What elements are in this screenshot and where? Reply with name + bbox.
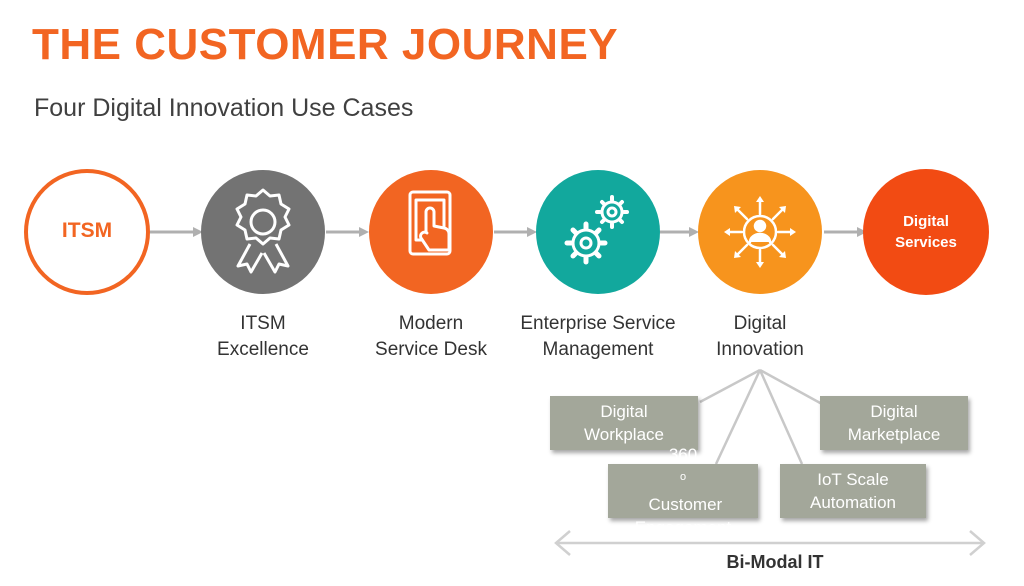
step-label-line: Service Desk [375, 339, 487, 360]
digital-services-circle [863, 169, 989, 295]
person-network-icon [724, 196, 796, 268]
page-title: THE CUSTOMER JOURNEY [32, 20, 619, 69]
use-case-digital-marketplace: Digital Marketplace [820, 396, 968, 450]
use-case-degree: o [679, 471, 687, 484]
digital-services-line1: Digital [903, 213, 949, 230]
step-label-modern-service-desk: Modern Service Desk [336, 311, 526, 363]
use-case-iot-scale-automation: IoT Scale Automation [780, 464, 926, 518]
use-case-line: Marketplace [847, 425, 941, 444]
itsm-excellence-circle [201, 170, 325, 294]
itsm-circle [24, 169, 150, 295]
itsm-circle-label: ITSM [61, 219, 113, 242]
step-label-line: Enterprise Service [520, 313, 676, 334]
gears-icon [564, 195, 629, 265]
bimodal-label: Bi-Modal IT [726, 552, 824, 572]
use-case-connectors [699, 368, 823, 465]
step-label-digital-innovation: Digital Innovation [665, 311, 855, 363]
digital-services-line2: Services [895, 234, 957, 251]
page-subtitle: Four Digital Innovation Use Cases [34, 94, 414, 122]
use-case-line: Workplace [584, 425, 664, 444]
use-case-digital-workplace: Digital Workplace [550, 396, 698, 450]
step-label-line: ITSM [240, 313, 286, 334]
use-case-line: Digital [870, 402, 918, 421]
use-case-line: 360 o Customer [635, 443, 731, 516]
step-label-itsm-excellence: ITSM Excellence [168, 311, 358, 363]
step-label-enterprise-service-management: Enterprise Service Management [503, 311, 693, 363]
bimodal-double-arrow [554, 530, 986, 556]
step-label-line: Innovation [716, 339, 804, 360]
use-case-line: Digital [600, 402, 648, 421]
use-case-360: 360 [668, 445, 698, 465]
use-case-customer-engagement: 360 o Customer Engagement [608, 445, 758, 537]
tablet-touch-icon [408, 190, 452, 256]
use-case-line: IoT Scale [817, 470, 889, 489]
step-label-line: Modern [398, 313, 464, 334]
use-case-line: Engagement [634, 517, 732, 537]
step-label-line: Management [542, 339, 654, 360]
step-label-line: Digital [733, 313, 787, 334]
award-ribbon-icon [235, 188, 291, 274]
digital-services-circle-label: Digital Services [866, 211, 986, 253]
step-label-line: Excellence [217, 339, 309, 360]
use-case-line: Automation [810, 493, 896, 512]
use-case-customer: Customer [643, 494, 723, 514]
